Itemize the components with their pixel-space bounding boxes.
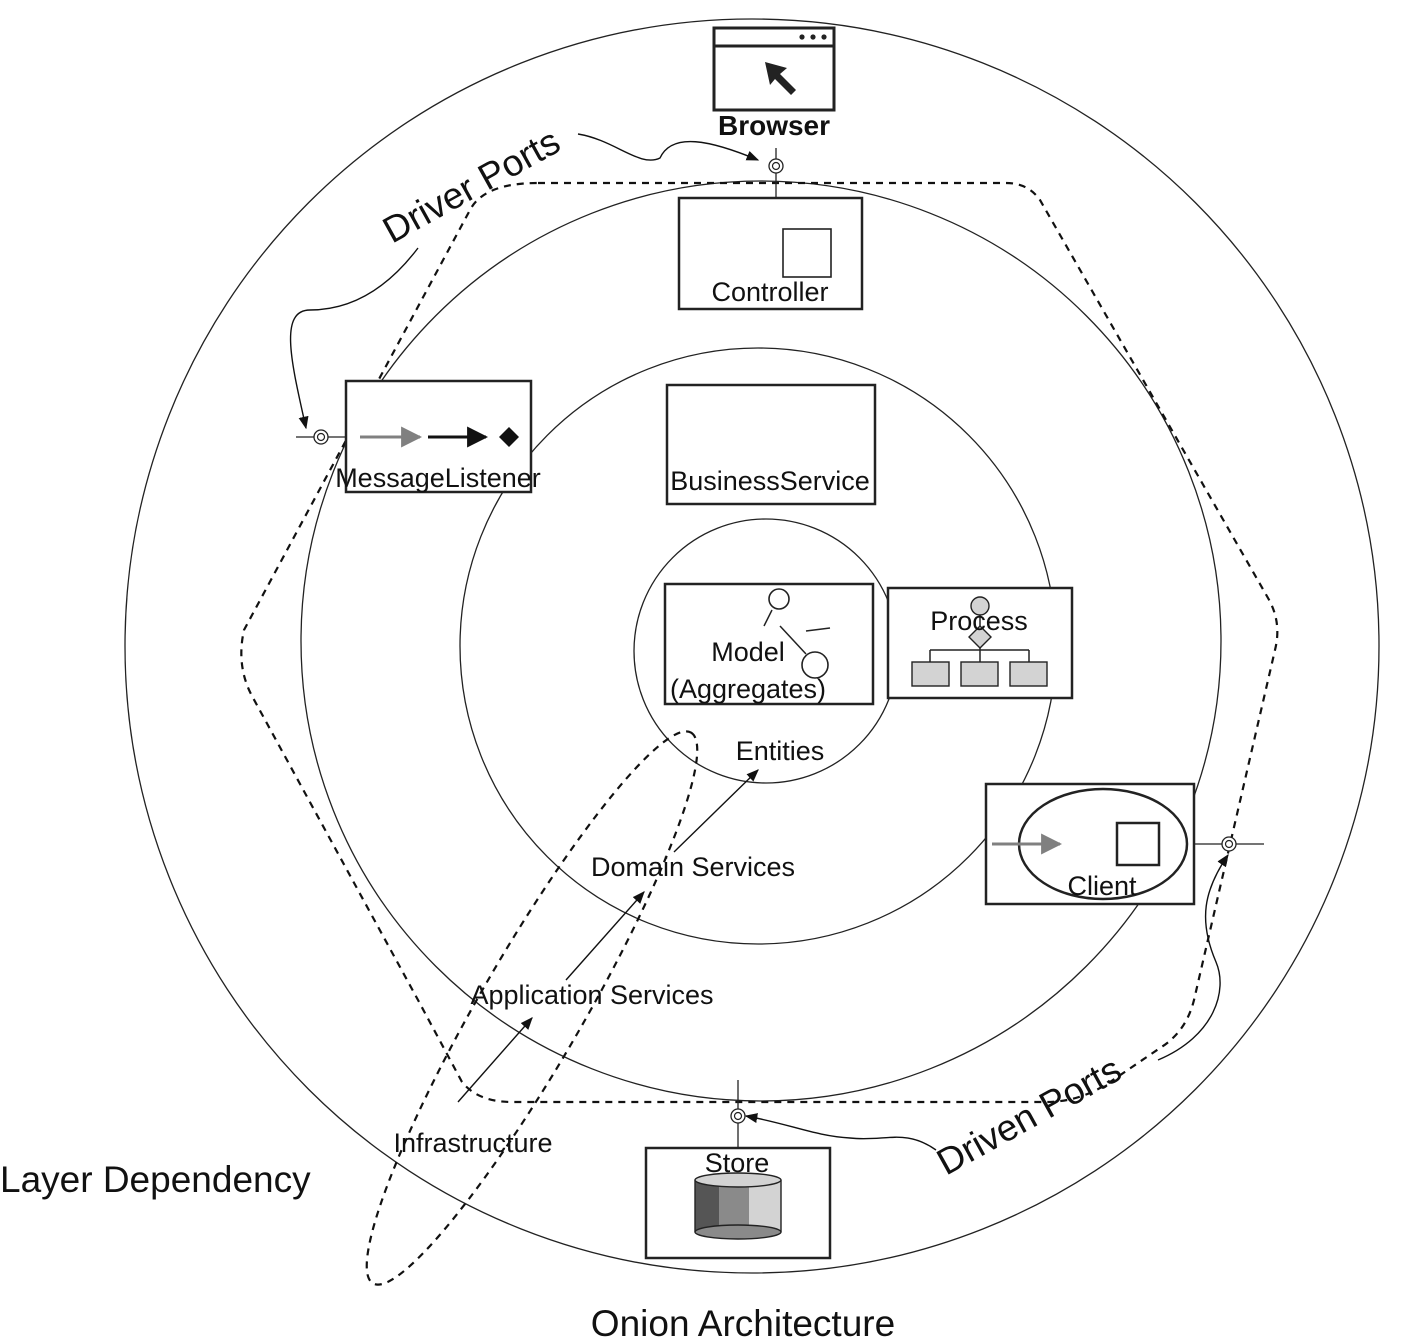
dependency-arrow-domain-to-entities [673,769,759,853]
application-services-layer-ring [300,180,1222,1102]
client-port [1194,836,1264,852]
controller-label: Controller [711,277,828,307]
infrastructure-layer-ring [124,18,1380,1274]
driver-ports-curve-listener [289,247,419,430]
application-services-layer-label: Application Services [470,980,713,1010]
client-component-icon [1115,821,1161,867]
driver-ports-curve-browser [577,133,760,161]
dependency-arrow-app-to-domain [565,891,645,981]
driver-ports-label: Driver Ports [376,120,567,251]
browser-label: Browser [718,110,830,141]
entities-layer-label: Entities [736,736,825,766]
domain-services-layer-label: Domain Services [591,852,795,882]
cursor-icon [765,62,796,95]
driven-ports-curve-store [744,1113,937,1151]
diagram-title: Onion Architecture [591,1303,895,1341]
layer-dependency-label: Layer Dependency [0,1159,311,1200]
model-label: Model [711,637,785,667]
infrastructure-layer-label: Infrastructure [393,1128,552,1158]
database-icon [694,1172,782,1240]
object-graph-icon [763,588,831,679]
store-port [730,1080,746,1148]
browser-port [768,148,784,198]
driven-ports-label: Driven Ports [930,1048,1128,1183]
controller-component-icon [782,228,832,278]
message-listener-port [296,429,346,445]
model-aggregates-box [663,582,875,706]
browser-component [712,26,836,112]
process-label: Process [930,606,1028,636]
layer-dependency-ellipse [365,730,699,1286]
aggregates-label: (Aggregates) [670,674,826,704]
client-label: Client [1067,871,1137,901]
dependency-arrow-infra-to-app [457,1017,533,1103]
business-service-box [665,383,877,506]
business-service-label: BusinessService [670,466,870,496]
message-listener-label: MessageListener [335,463,541,493]
process-flow-icon [911,596,1048,687]
diamond-icon [499,427,519,447]
driven-ports-curve-client [1157,853,1229,1061]
